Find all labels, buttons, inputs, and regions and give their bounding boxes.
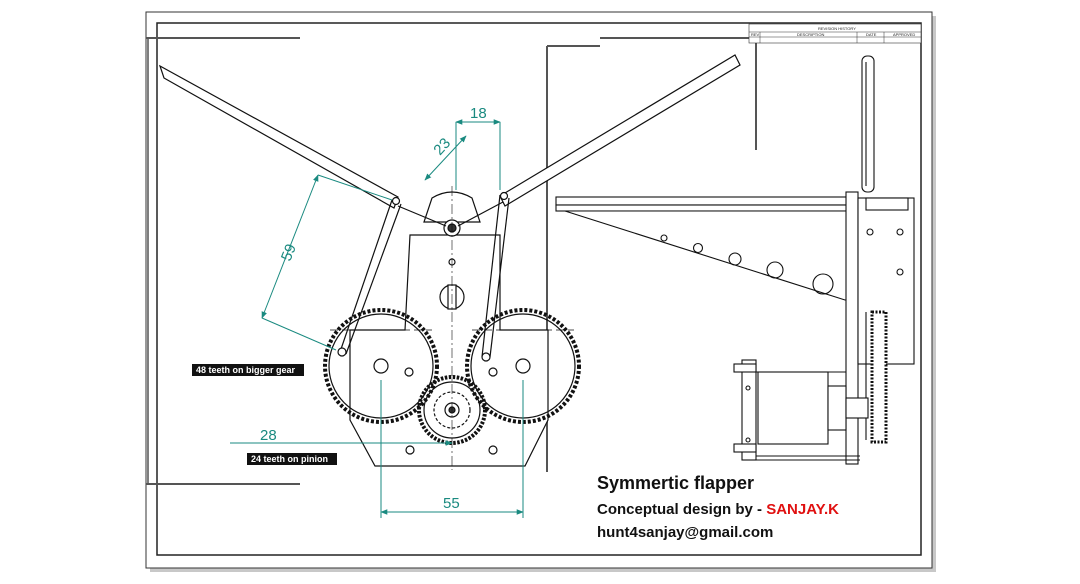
motor (757, 371, 829, 445)
revision-table: REVISION HISTORY REV DESCRIPTION DATE AP… (748, 23, 922, 44)
note-bigger-gear: 48 teeth on bigger gear (192, 364, 304, 376)
designer-line: Conceptual design by - SANJAY.K (597, 501, 839, 518)
designer-email: hunt4sanjay@gmail.com (597, 524, 773, 541)
note-pinion-text: 24 teeth on pinion (251, 454, 328, 464)
note-pinion: 24 teeth on pinion (247, 453, 337, 465)
dim-top-width: 18 (470, 105, 487, 122)
drawing-title: Symmertic flapper (597, 473, 754, 493)
sheet-border (145, 11, 936, 572)
side-view (555, 55, 915, 465)
designer-name: SANJAY.K (766, 501, 839, 518)
side-gear-stack (870, 310, 888, 444)
dim-pinion-offset: 28 (260, 427, 277, 444)
note-bigger-gear-text: 48 teeth on bigger gear (196, 365, 296, 375)
left-rod (339, 199, 393, 353)
front-view (158, 54, 741, 470)
revision-heading: REVISION HISTORY (818, 26, 856, 31)
designer-prefix: Conceptual design by - (597, 501, 766, 518)
rev-col-rev: REV (751, 32, 760, 37)
rev-col-description: DESCRIPTION (797, 32, 824, 37)
pinion-gear (417, 375, 487, 445)
dim-rod-length: 59 (278, 242, 300, 264)
vertical-shaft (861, 55, 875, 193)
dimensions (230, 119, 524, 518)
rev-col-approved: APPROVED (893, 32, 915, 37)
left-wing (158, 64, 399, 209)
dim-gear-spacing: 55 (443, 495, 460, 512)
right-wing (499, 54, 741, 207)
rev-col-date: DATE (866, 32, 877, 37)
